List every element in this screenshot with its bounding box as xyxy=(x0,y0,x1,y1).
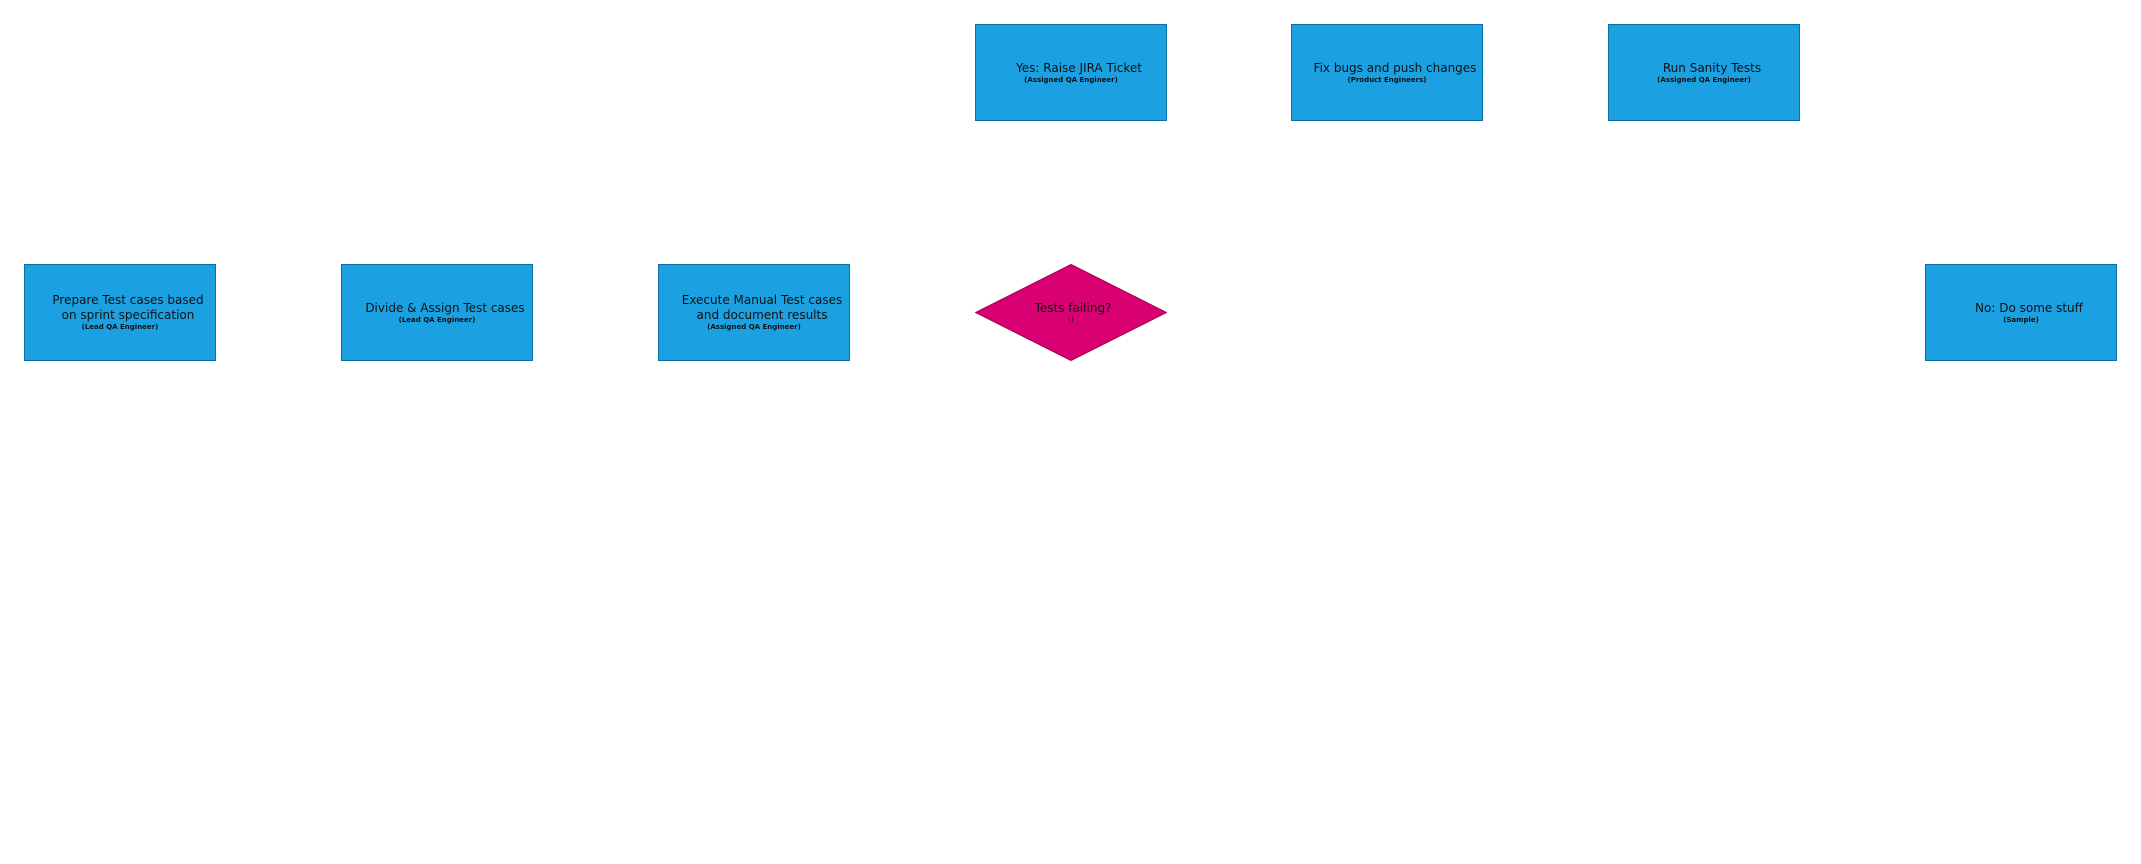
node-title: Yes: Raise JIRA Ticket xyxy=(1016,60,1142,75)
node-role: (Lead QA Engineer) xyxy=(398,315,476,324)
node-decision-tests-failing[interactable]: Tests failing? () xyxy=(975,264,1167,361)
node-prepare-test-cases[interactable]: Prepare Test cases based on sprint speci… xyxy=(24,264,216,361)
node-no-do-some-stuff[interactable]: No: Do some stuff (Sample) xyxy=(1925,264,2117,361)
node-role: (Sample) xyxy=(2003,315,2039,324)
node-role: (Lead QA Engineer) xyxy=(81,323,159,331)
node-role: () xyxy=(1068,315,1074,324)
node-run-sanity-tests[interactable]: Run Sanity Tests (Assigned QA Engineer) xyxy=(1608,24,1800,121)
node-title: Fix bugs and push changes xyxy=(1313,60,1477,75)
node-execute-manual-tests[interactable]: Execute Manual Test cases and document r… xyxy=(658,264,850,361)
node-role: (Product Engineers) xyxy=(1347,75,1427,84)
node-raise-jira-ticket[interactable]: Yes: Raise JIRA Ticket (Assigned QA Engi… xyxy=(975,24,1167,121)
decision-diamond-shape xyxy=(975,264,1167,361)
node-role: (Assigned QA Engineer) xyxy=(1024,75,1118,84)
node-title: Execute Manual Test cases and document r… xyxy=(681,293,843,322)
node-role: (Assigned QA Engineer) xyxy=(707,323,801,331)
node-role: (Assigned QA Engineer) xyxy=(1657,75,1751,84)
node-title: Prepare Test cases based on sprint speci… xyxy=(52,293,204,322)
node-title: Tests failing? xyxy=(1034,300,1112,315)
node-title: No: Do some stuff xyxy=(1975,300,2083,315)
node-divide-assign[interactable]: Divide & Assign Test cases (Lead QA Engi… xyxy=(341,264,533,361)
node-fix-bugs[interactable]: Fix bugs and push changes (Product Engin… xyxy=(1291,24,1483,121)
node-title: Divide & Assign Test cases xyxy=(365,300,525,315)
node-title: Run Sanity Tests xyxy=(1662,60,1762,75)
